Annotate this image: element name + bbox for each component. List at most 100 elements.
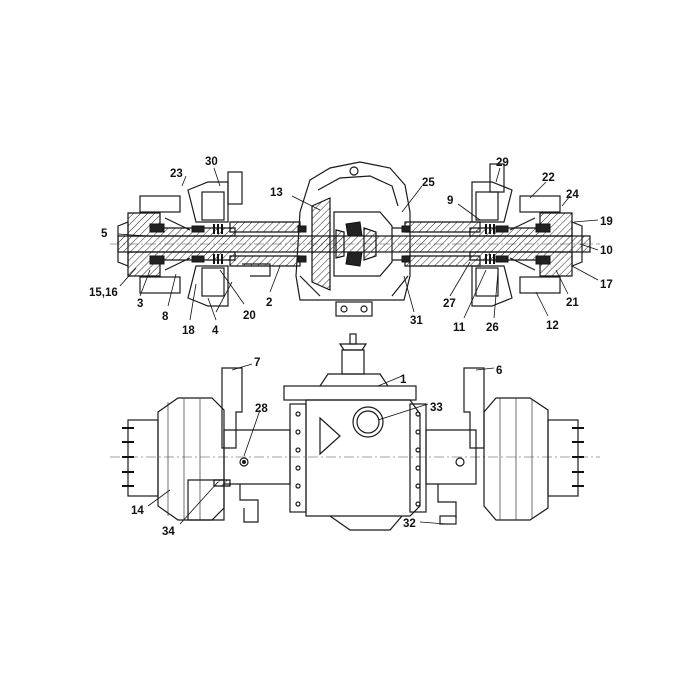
left-wheel-stud-block-lower — [139, 276, 181, 294]
diff-right-flange-bolts — [415, 411, 421, 507]
axle-section-view — [110, 161, 600, 317]
pinion-tip — [349, 333, 357, 345]
right-diff-bearing-upper — [401, 225, 411, 233]
right-housing-tube-upper — [404, 221, 481, 233]
callout-17: 17 — [600, 279, 613, 291]
callout-21: 21 — [566, 297, 579, 309]
left-grease-fitting — [239, 457, 249, 467]
callout-33: 33 — [430, 402, 443, 414]
left-brake-cavity-lower — [201, 267, 225, 297]
drain-bolt-right — [360, 305, 368, 313]
left-diff-bearing-upper — [297, 225, 307, 233]
callout-25: 25 — [422, 177, 435, 189]
callout-13: 13 — [270, 187, 283, 199]
differential-top-bolt — [349, 166, 359, 176]
callout-9: 9 — [447, 195, 453, 207]
callout-34: 34 — [162, 526, 175, 538]
left-grease-fitting-dot — [242, 460, 246, 464]
callout-31: 31 — [410, 315, 423, 327]
diff-arrow-mark — [319, 416, 341, 456]
differential-case — [333, 211, 393, 277]
differential-drain-boss — [335, 301, 373, 317]
callout-23: 23 — [170, 168, 183, 180]
left-housing-tube-upper — [229, 221, 301, 233]
left-bracket — [239, 484, 259, 523]
diff-top-plate — [283, 385, 417, 401]
differential-cover-arc — [317, 175, 399, 207]
left-brake-cavity-upper — [201, 191, 225, 221]
left-breather-tube — [227, 171, 243, 205]
callout-labels: 23 30 13 25 9 29 22 24 19 10 17 5 15,16 … — [89, 156, 613, 538]
drain-bolt-left — [340, 305, 348, 313]
right-brake-cavity-lower — [475, 267, 499, 297]
right-bearing-set — [495, 217, 551, 271]
right-drain-fitting — [439, 515, 457, 525]
callout-7: 7 — [254, 357, 260, 369]
left-brake-cutaway-hatch — [213, 479, 231, 487]
diff-left-flange — [289, 403, 307, 513]
right-bracket — [437, 484, 457, 518]
left-end-cap — [117, 221, 129, 267]
callout-12: 12 — [546, 320, 559, 332]
left-mount-flange — [242, 263, 271, 277]
axle-exterior-view — [110, 333, 600, 531]
right-wheel-studs — [572, 427, 584, 487]
callout-24: 24 — [566, 189, 579, 201]
callout-2: 2 — [266, 297, 272, 309]
callout-4: 4 — [212, 325, 219, 337]
callout-30: 30 — [205, 156, 218, 168]
callout-15-16: 15,16 — [89, 287, 118, 299]
diff-fill-plug — [352, 406, 384, 438]
right-brake-cavity-upper — [475, 191, 499, 221]
callout-11: 11 — [453, 322, 466, 334]
callout-5: 5 — [101, 228, 108, 240]
right-brake-housing-upper — [471, 181, 513, 223]
callout-19: 19 — [600, 216, 613, 228]
right-grease-fitting — [455, 457, 465, 467]
left-brake-housing-upper — [187, 181, 229, 223]
pinion-shaft — [341, 349, 365, 375]
callout-29: 29 — [496, 157, 509, 169]
left-brake-cutaway — [187, 479, 225, 521]
diff-body — [305, 399, 421, 517]
diff-right-flange — [409, 403, 427, 513]
right-wheel-stud-block-lower — [519, 276, 561, 294]
diff-fill-plug-inner — [356, 410, 380, 434]
callout-18: 18 — [182, 325, 195, 337]
callout-8: 8 — [162, 311, 169, 323]
leader-lines — [117, 167, 599, 525]
left-brake-housing-lower — [187, 265, 229, 307]
diff-left-flange-bolts — [295, 411, 301, 507]
left-bearing-set — [149, 217, 205, 271]
callout-1: 1 — [400, 374, 407, 386]
callout-22: 22 — [542, 172, 555, 184]
differential-spider-gears — [335, 221, 377, 267]
callout-10: 10 — [600, 245, 613, 257]
callout-28: 28 — [255, 403, 268, 415]
right-brake-housing-lower — [471, 265, 513, 307]
callout-14: 14 — [131, 505, 144, 517]
left-mounting-pad — [221, 367, 243, 449]
diff-bottom-bulge — [329, 515, 403, 531]
left-brake-discs — [213, 224, 223, 264]
diff-pinion-housing — [319, 373, 389, 387]
right-mounting-pad — [463, 367, 485, 449]
callout-3: 3 — [137, 298, 143, 310]
right-brake-drum — [483, 397, 549, 521]
right-wheel-stud-block — [519, 195, 561, 213]
callout-6: 6 — [496, 365, 502, 377]
left-wheel-studs — [122, 427, 134, 487]
right-brake-discs — [485, 224, 495, 264]
left-wheel-stud-block — [139, 195, 181, 213]
right-breather-tube — [489, 163, 505, 193]
right-diff-bearing-lower — [401, 255, 411, 263]
axle-shaft — [117, 235, 591, 253]
pinion-nut — [338, 343, 368, 351]
callout-32: 32 — [403, 518, 416, 530]
ring-gear — [311, 197, 331, 291]
differential-housing — [295, 161, 411, 301]
callout-27: 27 — [443, 298, 456, 310]
callout-20: 20 — [243, 310, 256, 322]
